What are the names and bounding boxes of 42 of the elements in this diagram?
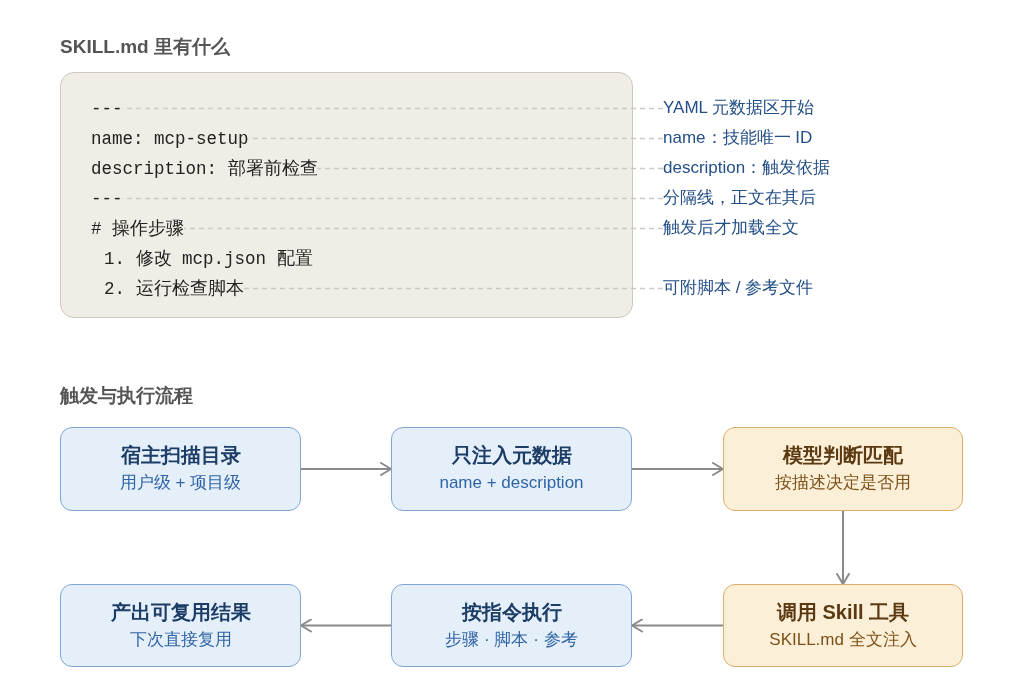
- annotation-text: name：技能唯一 ID: [663, 126, 813, 150]
- process-box: [391, 584, 632, 667]
- step-title: 只注入元数据: [451, 443, 572, 468]
- code-line: 1. 修改 mcp.json 配置: [104, 247, 313, 271]
- process-box: [391, 427, 632, 511]
- process-box: [60, 584, 301, 667]
- annotation-text: 可附脚本 / 参考文件: [663, 276, 814, 300]
- code-line: # 操作步骤: [91, 217, 184, 241]
- process-box: [723, 427, 963, 511]
- process-box: [60, 427, 301, 511]
- section-heading: 触发与执行流程: [60, 384, 193, 408]
- annotation-text: 触发后才加载全文: [663, 216, 799, 240]
- step-subtitle: 下次直接复用: [129, 628, 232, 651]
- code-line: 2. 运行检查脚本: [104, 277, 244, 301]
- step-subtitle: name + description: [439, 472, 584, 494]
- step-title: 按指令执行: [461, 599, 562, 625]
- arrow: [300, 618, 392, 633]
- step-subtitle: 用户级 + 项目级: [119, 472, 242, 494]
- step-title: 模型判断匹配: [783, 443, 903, 468]
- step-title: 宿主扫描目录: [120, 443, 241, 468]
- arrow: [631, 618, 724, 633]
- leader-line: [316, 167, 664, 170]
- step-title: 调用 Skill 工具: [776, 599, 910, 625]
- leader-line: [242, 287, 664, 290]
- arrow: [631, 462, 724, 476]
- step-title: 产出可复用结果: [110, 599, 251, 625]
- arrow: [836, 510, 850, 585]
- step-subtitle: 按描述决定是否用: [775, 472, 911, 494]
- process-box: [723, 584, 963, 667]
- arrow: [300, 462, 392, 476]
- annotation-text: description：触发依据: [663, 156, 831, 180]
- step-subtitle: 步骤 · 脚本 · 参考: [445, 628, 578, 651]
- code-line: ---: [91, 97, 123, 121]
- code-line: ---: [91, 187, 123, 211]
- section-heading: SKILL.md 里有什么: [60, 35, 230, 59]
- code-line: description: 部署前检查: [91, 157, 318, 181]
- code-line: name: mcp-setup: [91, 127, 249, 151]
- annotation-text: YAML 元数据区开始: [663, 96, 815, 120]
- step-subtitle: SKILL.md 全文注入: [769, 628, 917, 651]
- leader-line: [183, 227, 664, 230]
- code-block: [60, 72, 633, 318]
- annotation-text: 分隔线，正文在其后: [663, 186, 816, 210]
